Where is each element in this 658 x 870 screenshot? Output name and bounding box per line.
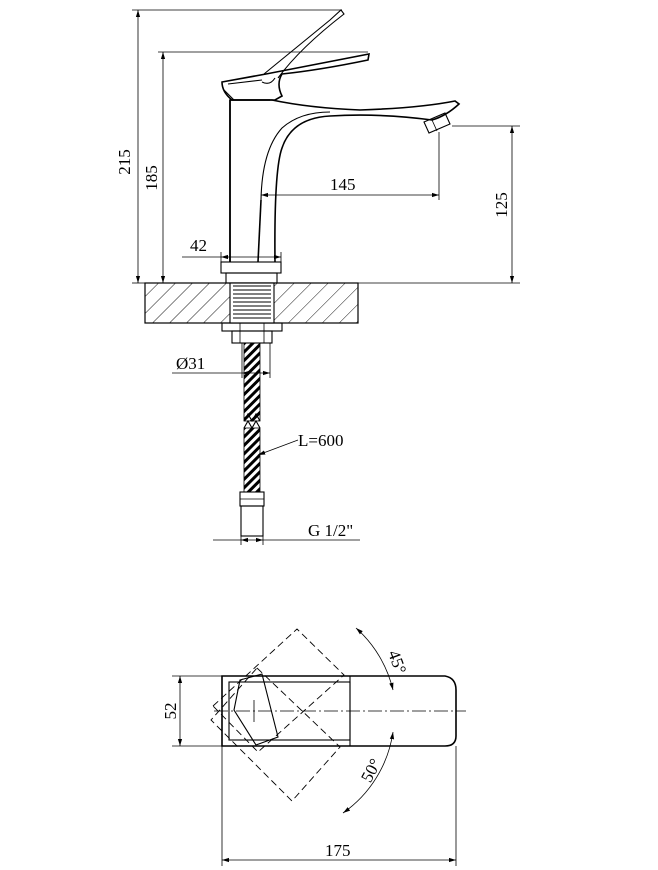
top-handle-rotated-50 bbox=[210, 667, 341, 802]
dim-145: 145 bbox=[330, 175, 356, 194]
hose-upper bbox=[243, 342, 261, 422]
dim-185: 185 bbox=[142, 165, 161, 191]
faucet-body bbox=[229, 99, 270, 262]
top-handle-solid bbox=[233, 673, 279, 746]
aerator bbox=[423, 112, 451, 134]
angle-50: 50° bbox=[357, 755, 385, 785]
mounting-nut bbox=[221, 322, 283, 344]
angle-arc-45 bbox=[355, 627, 394, 691]
dim-125: 125 bbox=[492, 192, 511, 218]
lever-handle bbox=[221, 52, 370, 101]
dim-52: 52 bbox=[161, 703, 180, 720]
dim-hose-length: L=600 bbox=[298, 431, 343, 450]
angle-arc-50 bbox=[342, 731, 395, 814]
dim-175: 175 bbox=[325, 841, 351, 860]
dimension-lines bbox=[132, 9, 520, 545]
angle-45: 45° bbox=[384, 648, 410, 677]
top-body-outline bbox=[221, 675, 457, 747]
dim-215: 215 bbox=[115, 149, 134, 175]
top-handle-rotated-45 bbox=[212, 628, 345, 753]
lever-handle-raised bbox=[261, 9, 345, 84]
hose-fitting bbox=[239, 491, 265, 537]
spout bbox=[230, 99, 461, 263]
dim-diameter-31: Ø31 bbox=[176, 354, 205, 373]
top-view: 52 175 45° 50° bbox=[161, 627, 466, 866]
side-view: 215 185 125 145 42 Ø31 L=600 G 1/2" bbox=[115, 9, 520, 545]
dim-42: 42 bbox=[190, 236, 207, 255]
dim-thread: G 1/2" bbox=[308, 521, 353, 540]
hose-lower bbox=[243, 427, 261, 493]
base-collar bbox=[220, 261, 282, 274]
